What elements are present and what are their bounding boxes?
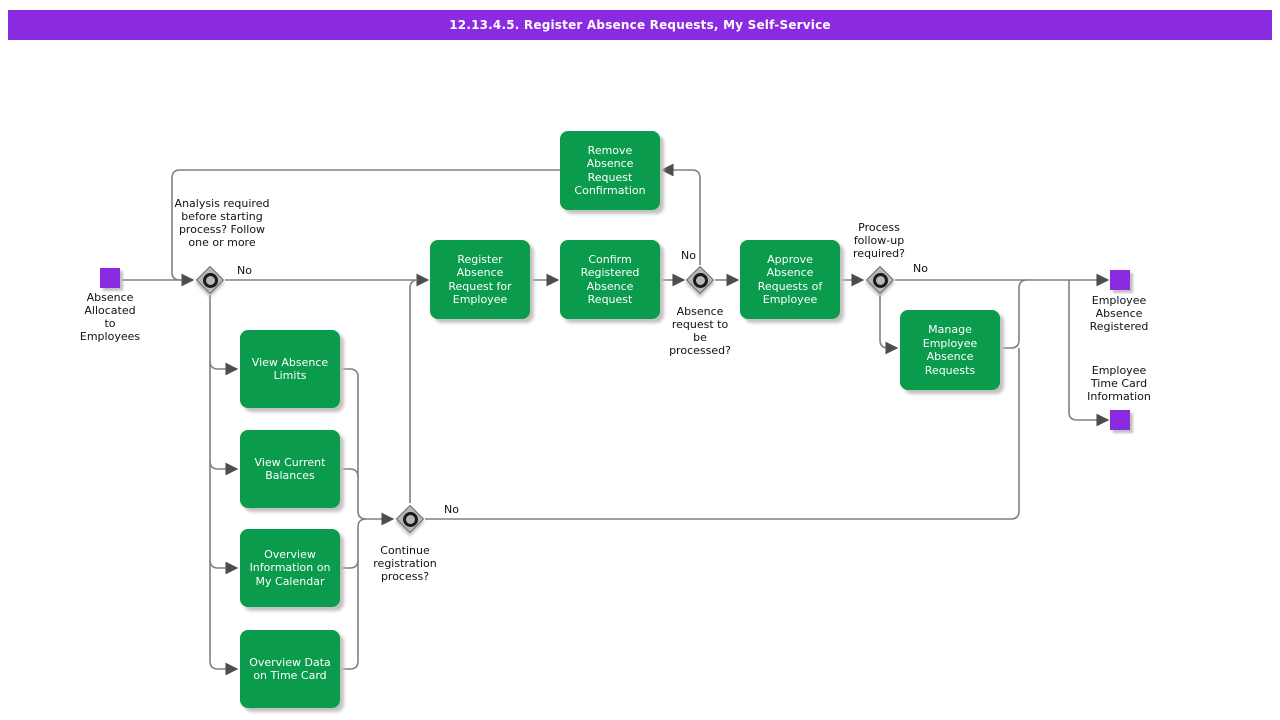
activity-label: Register Absence Request for Employee [448,252,512,307]
activity-label: Remove Absence Request Confirmation [574,143,646,198]
activity-label: Manage Employee Absence Requests [922,323,978,377]
activity-label: Overview Information on My Calendar [249,547,331,588]
activity-label: Approve Absence Requests of Employee [757,252,823,307]
page-title: 12.13.4.5. Register Absence Requests, My… [449,18,831,32]
activity-remove-absence-request-confirmation[interactable]: Remove Absence Request Confirmation [560,131,660,210]
activity-confirm-registered-absence-request[interactable]: Confirm Registered Absence Request [560,240,660,319]
gateway-analysis-question: Analysis required before starting proces… [174,197,270,249]
gateway-continue-registration-question: Continue registration process? [373,544,437,583]
gateway-absence-processed[interactable] [685,265,715,295]
end-event-time-card-square [1110,410,1130,430]
inclusive-gateway-circle-icon [202,272,218,288]
activity-label: View Absence Limits [251,355,329,383]
activity-approve-absence-requests[interactable]: Approve Absence Requests of Employee [740,240,840,319]
gateway-followup[interactable] [865,265,895,295]
gateway-absence-processed-question: Absence request to be processed? [669,305,731,357]
activity-label: Overview Data on Time Card [249,655,331,683]
gateway-analysis[interactable] [195,265,225,295]
gateway-analysis-no-label: No [237,264,252,277]
inclusive-gateway-circle-icon [692,272,708,288]
end-event-absence-registered-square [1110,270,1130,290]
activity-label: Confirm Registered Absence Request [580,252,640,307]
end-event-time-card-label: Employee Time Card Information [1087,364,1151,403]
gateway-absence-processed-no-label: No [681,249,696,262]
activity-view-absence-limits[interactable]: View Absence Limits [240,330,340,408]
activity-view-current-balances[interactable]: View Current Balances [240,430,340,508]
activity-label: View Current Balances [254,455,326,483]
activity-overview-information-calendar[interactable]: Overview Information on My Calendar [240,529,340,607]
start-event-square [100,268,120,288]
gateway-continue-registration[interactable] [395,504,425,534]
start-event-label: Absence Allocated to Employees [79,291,141,343]
gateway-continue-registration-no-label: No [444,503,459,516]
title-bar: 12.13.4.5. Register Absence Requests, My… [8,10,1272,40]
inclusive-gateway-circle-icon [872,272,888,288]
gateway-followup-question: Process follow-up required? [853,221,905,260]
activity-manage-employee-absence-requests[interactable]: Manage Employee Absence Requests [900,310,1000,390]
gateway-followup-no-label: No [913,262,928,275]
inclusive-gateway-circle-icon [402,511,418,527]
end-event-absence-registered-label: Employee Absence Registered [1089,294,1149,333]
activity-register-absence-request[interactable]: Register Absence Request for Employee [430,240,530,319]
activity-overview-data-time-card[interactable]: Overview Data on Time Card [240,630,340,708]
